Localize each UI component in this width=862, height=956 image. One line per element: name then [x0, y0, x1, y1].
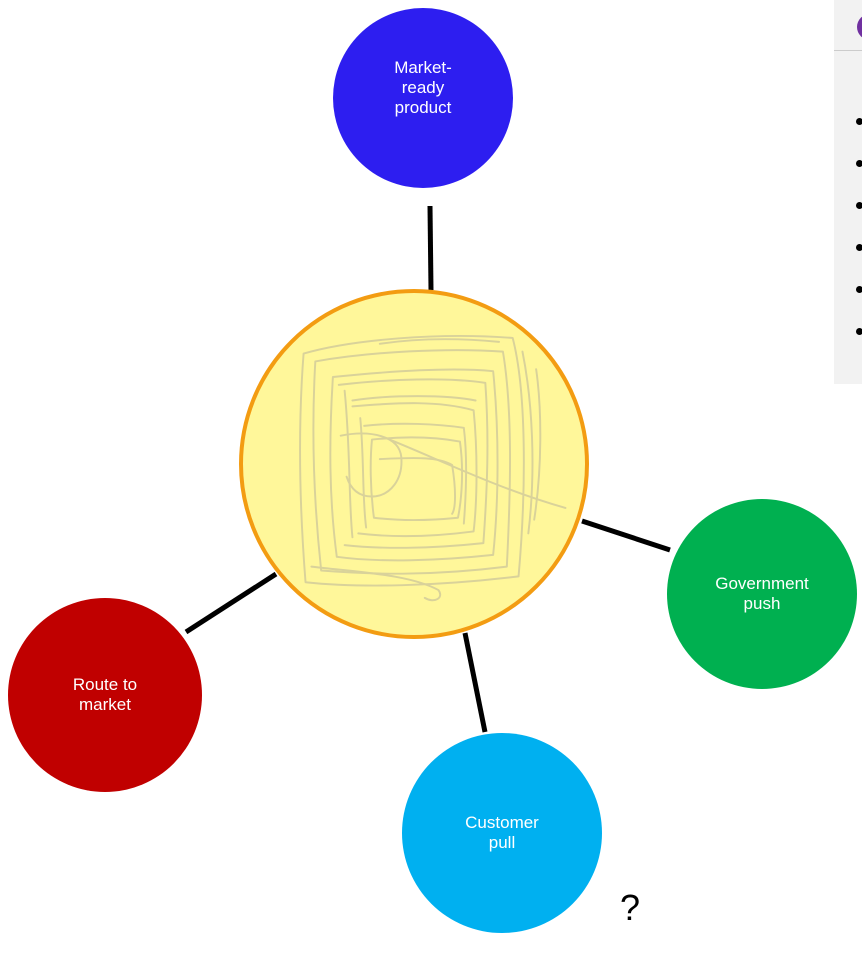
- bullet-dot-icon: [856, 286, 862, 293]
- bullet-dot-icon: [856, 118, 862, 125]
- node-government-push: Government push: [667, 499, 857, 689]
- node-label-customer-pull: Customer pull: [465, 813, 539, 852]
- node-label-market-ready-product: Market- ready product: [394, 58, 452, 117]
- node-customer-pull: Customer pull: [402, 733, 602, 933]
- bullet-dot-icon: [856, 160, 862, 167]
- panel-bullet: [834, 230, 862, 272]
- node-route-to-market: Route to market: [8, 598, 202, 792]
- connector-top: [427, 205, 434, 291]
- bullet-dot-icon: [856, 202, 862, 209]
- panel-bullet: [834, 272, 862, 314]
- panel-badge-icon: [857, 14, 862, 40]
- sketch-scribble: [299, 335, 567, 602]
- panel-bullet: [834, 314, 862, 356]
- question-mark: ?: [620, 887, 641, 928]
- connector-left: [184, 571, 278, 635]
- panel-bullet: [834, 104, 862, 146]
- side-panel: [834, 0, 862, 384]
- bullet-dot-icon: [856, 244, 862, 251]
- connector-right: [581, 518, 671, 553]
- connector-bottom: [462, 632, 488, 733]
- panel-bullet: [834, 146, 862, 188]
- panel-bullet: [834, 188, 862, 230]
- node-label-government-push: Government push: [715, 574, 809, 613]
- node-market-ready-product: Market- ready product: [333, 8, 513, 188]
- panel-divider: [834, 50, 862, 51]
- bullet-dot-icon: [856, 328, 862, 335]
- node-label-route-to-market: Route to market: [72, 675, 138, 714]
- center-hub: [239, 289, 589, 639]
- panel-bullet-list: [834, 104, 862, 356]
